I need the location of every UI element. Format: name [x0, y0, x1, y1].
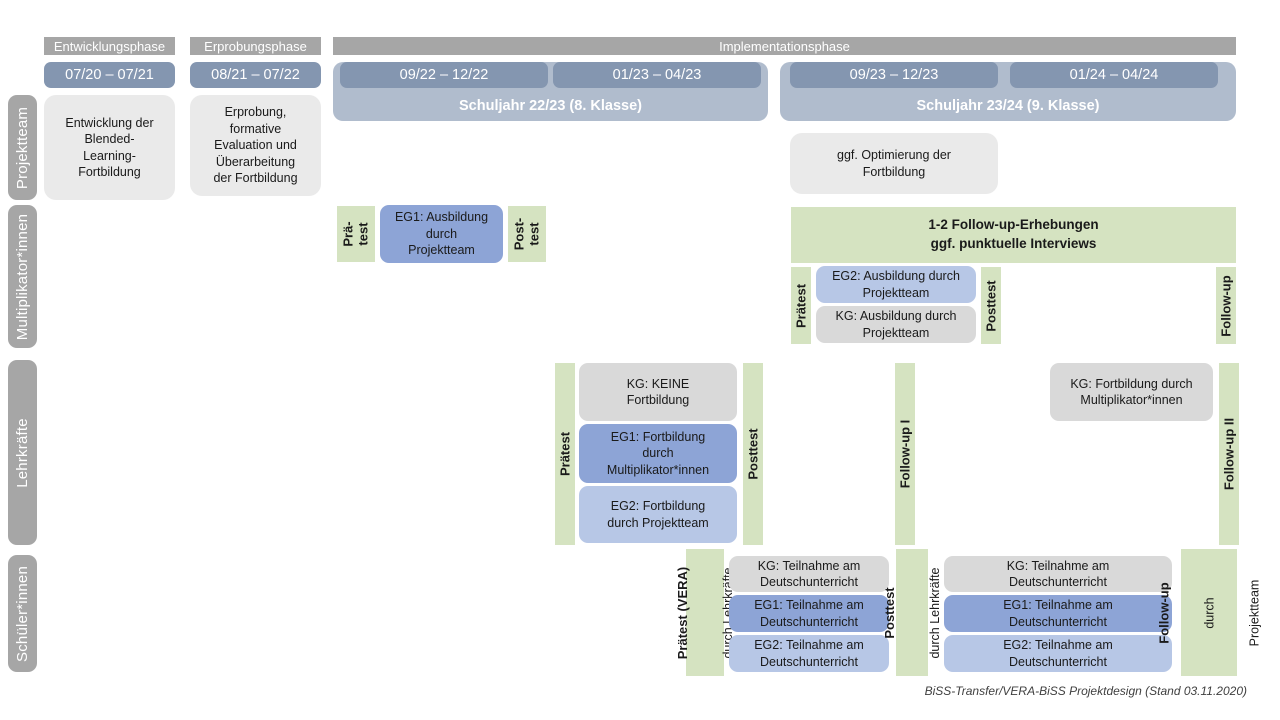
- phase-header-implementationsphase: Implementationsphase: [333, 37, 1236, 55]
- schueler-posttest-sub: durch Lehrkräfte: [927, 566, 942, 659]
- schueler-kg2-box: KG: Teilnahme am Deutschunterricht: [944, 556, 1172, 592]
- multiplikatoren-praetest2-text: Prätest: [793, 283, 809, 328]
- date-pill-08-21: 08/21 – 07/22: [190, 62, 321, 88]
- schueler-posttest-main: Posttest: [881, 586, 897, 639]
- row-label-multiplikatoren: Multiplikator*innen: [8, 205, 37, 348]
- multiplikatoren-praetest-text: Prä- test: [340, 221, 371, 247]
- phase-header-entwicklungsphase: Entwicklungsphase: [44, 37, 175, 55]
- multiplikatoren-posttest2-text: Posttest: [983, 279, 999, 332]
- multiplikatoren-eg2-box: EG2: Ausbildung durch Projektteam: [816, 266, 976, 303]
- multiplikatoren-followup-survey-box: 1-2 Follow-up-Erhebungen ggf. punktuelle…: [791, 207, 1236, 263]
- lehrkraefte-eg1-box: EG1: Fortbildung durch Multiplikator*inn…: [579, 424, 737, 483]
- multiplikatoren-followup-text: Follow-up: [1218, 274, 1234, 337]
- lehrkraefte-followup2-strip: Follow-up II: [1219, 363, 1239, 545]
- date-pill-01-23: 01/23 – 04/23: [553, 62, 761, 88]
- multiplikatoren-followup-strip: Follow-up: [1216, 267, 1236, 344]
- multiplikatoren-praetest2-strip: Prätest: [791, 267, 811, 344]
- lehrkraefte-praetest-strip: Prätest: [555, 363, 575, 545]
- schueler-eg2-2-box: EG2: Teilnahme am Deutschunterricht: [944, 635, 1172, 672]
- row-label-projektteam-text: Projektteam: [13, 106, 31, 189]
- date-pill-09-22: 09/22 – 12/22: [340, 62, 548, 88]
- schueler-followup-text: Follow-up durch Projektteam: [1125, 579, 1280, 646]
- date-pill-07-20: 07/20 – 07/21: [44, 62, 175, 88]
- schueler-eg1-box: EG1: Teilnahme am Deutschunterricht: [729, 595, 889, 632]
- schueler-followup-strip: Follow-up durch Projektteam: [1156, 549, 1261, 676]
- projektteam-pilot-box: Erprobung, formative Evaluation und Über…: [190, 95, 321, 196]
- lehrkraefte-praetest-text: Prätest: [557, 431, 573, 477]
- schueler-eg1-2-box: EG1: Teilnahme am Deutschunterricht: [944, 595, 1172, 632]
- schueler-followup-sub1: durch: [1201, 596, 1216, 629]
- row-label-schueler: Schüler*innen: [8, 555, 37, 672]
- schueler-praetest-vera-strip: Prätest (VERA) durch Lehrkräfte: [675, 549, 735, 676]
- lehrkraefte-eg2-box: EG2: Fortbildung durch Projektteam: [579, 486, 737, 543]
- phase-header-erprobungsphase: Erprobungsphase: [190, 37, 321, 55]
- lehrkraefte-followup2-text: Follow-up II: [1221, 417, 1237, 491]
- schueler-kg-box: KG: Teilnahme am Deutschunterricht: [729, 556, 889, 592]
- date-pill-01-24: 01/24 – 04/24: [1010, 62, 1218, 88]
- date-pill-09-23: 09/23 – 12/23: [790, 62, 998, 88]
- multiplikatoren-posttest-strip: Post- test: [508, 206, 546, 262]
- slide-caption: BiSS-Transfer/VERA-BiSS Projektdesign (S…: [924, 684, 1247, 698]
- lehrkraefte-followup1-text: Follow-up I: [897, 419, 913, 489]
- school-year-label-23-24: Schuljahr 23/24 (9. Klasse): [916, 98, 1100, 114]
- lehrkraefte-posttest-strip: Posttest: [743, 363, 763, 545]
- lehrkraefte-followup1-strip: Follow-up I: [895, 363, 915, 545]
- lehrkraefte-posttest-text: Posttest: [745, 428, 761, 480]
- lehrkraefte-kg-box: KG: KEINE Fortbildung: [579, 363, 737, 421]
- lehrkraefte-kg2-box: KG: Fortbildung durch Multiplikator*inne…: [1050, 363, 1213, 421]
- schueler-followup-sub2: Projektteam: [1247, 579, 1262, 646]
- schueler-posttest-strip: Posttest durch Lehrkräfte: [882, 549, 942, 676]
- row-label-schueler-text: Schüler*innen: [13, 565, 31, 662]
- school-year-label-22-23: Schuljahr 22/23 (8. Klasse): [459, 98, 642, 114]
- row-label-lehrkraefte-text: Lehrkräfte: [13, 417, 31, 488]
- multiplikatoren-posttest-text: Post- test: [511, 217, 542, 251]
- schueler-praetest-main: Prätest (VERA): [674, 566, 690, 659]
- row-label-lehrkraefte: Lehrkräfte: [8, 360, 37, 545]
- multiplikatoren-eg1-box: EG1: Ausbildung durch Projektteam: [380, 205, 503, 263]
- projektteam-optimization-box: ggf. Optimierung der Fortbildung: [790, 133, 998, 194]
- multiplikatoren-posttest2-strip: Posttest: [981, 267, 1001, 344]
- row-label-multiplikatoren-text: Multiplikator*innen: [13, 213, 31, 340]
- schueler-followup-main: Follow-up: [1155, 581, 1171, 644]
- multiplikatoren-praetest-strip: Prä- test: [337, 206, 375, 262]
- schueler-eg2-box: EG2: Teilnahme am Deutschunterricht: [729, 635, 889, 672]
- row-label-projektteam: Projektteam: [8, 95, 37, 200]
- multiplikatoren-kg-box: KG: Ausbildung durch Projektteam: [816, 306, 976, 343]
- projektteam-development-box: Entwicklung der Blended- Learning- Fortb…: [44, 95, 175, 200]
